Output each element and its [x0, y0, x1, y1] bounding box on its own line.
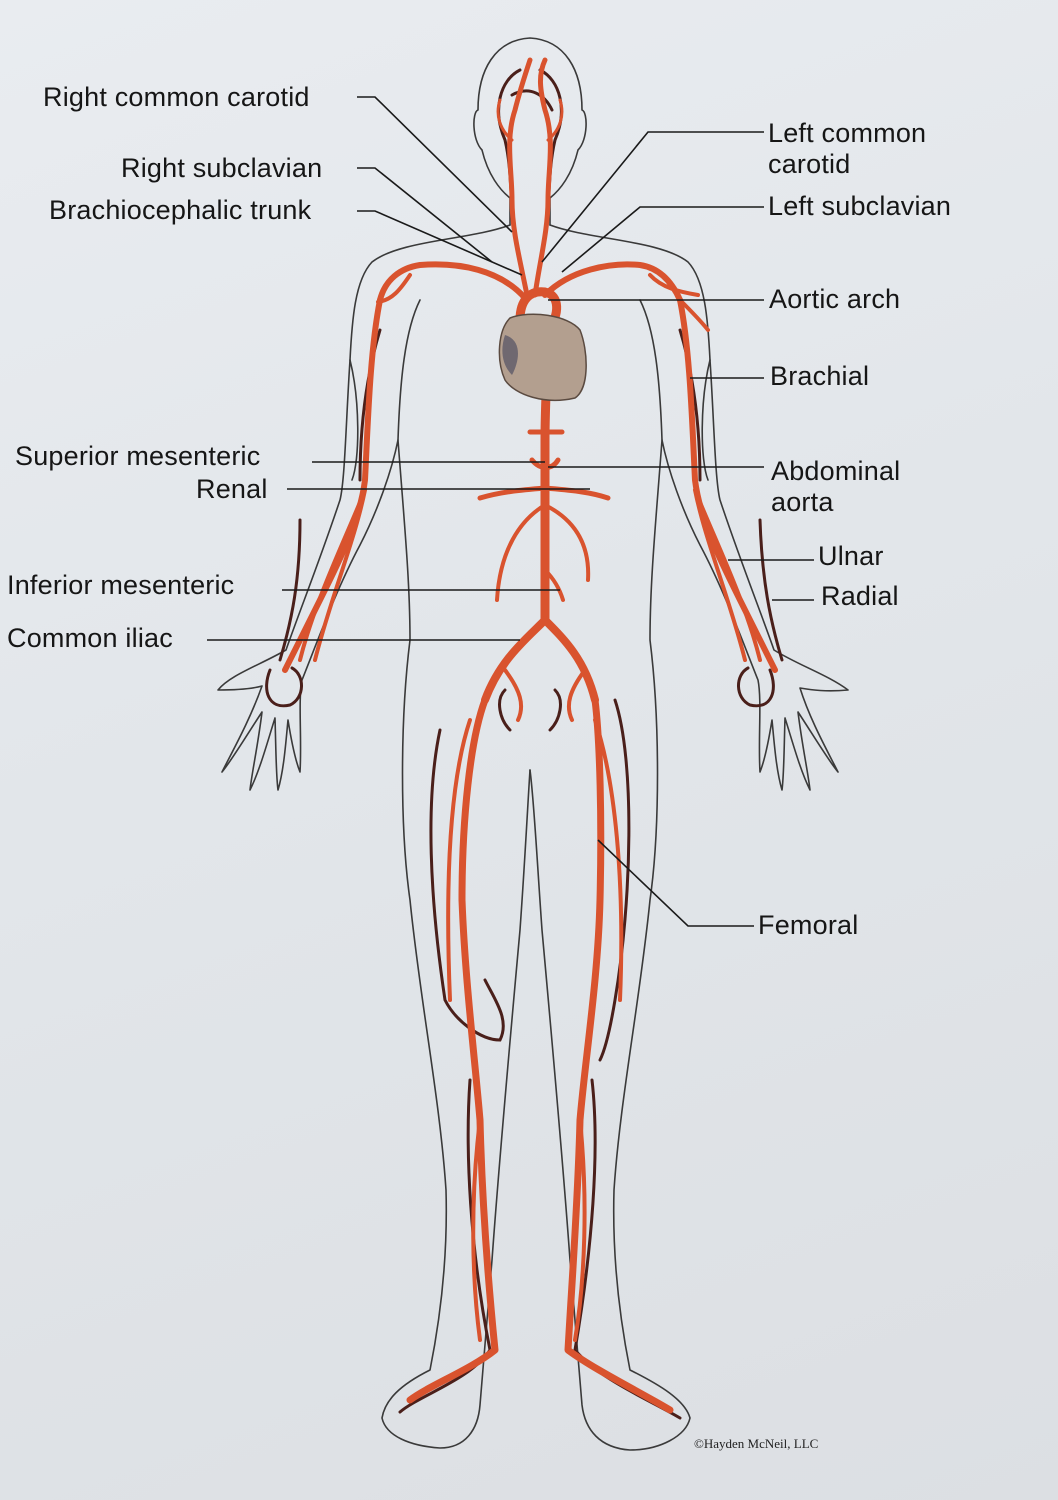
label-femoral: Femoral	[758, 910, 859, 940]
inner-arm-outlines	[349, 299, 711, 481]
left-common-carotid	[532, 57, 553, 298]
label-abdominal-aorta-line2: aorta	[771, 487, 834, 517]
label-aortic-arch: Aortic arch	[769, 284, 901, 314]
left-subclavian	[542, 261, 683, 303]
head-outline	[473, 37, 587, 226]
label-ulnar: Ulnar	[818, 541, 884, 571]
label-superior-mesenteric: Superior mesenteric	[15, 441, 261, 471]
leader-femoral	[597, 839, 754, 927]
label-left-subclavian: Left subclavian	[768, 191, 952, 221]
inferior-mesenteric-branch	[543, 568, 565, 602]
right-subclavian	[377, 261, 528, 303]
left-femoral	[564, 696, 674, 1414]
right-radial-ulnar	[298, 488, 367, 662]
leader-lines	[207, 96, 814, 927]
right-femoral	[406, 696, 499, 1404]
left-radial-ulnar	[693, 488, 762, 662]
label-inferior-mesenteric: Inferior mesenteric	[7, 570, 235, 600]
label-left-common-carotid-line1: Left common	[768, 118, 927, 148]
label-common-iliac: Common iliac	[7, 623, 173, 653]
left-side-outline	[217, 224, 531, 1449]
leader-left-common-carotid	[541, 131, 764, 263]
label-renal: Renal	[196, 474, 268, 504]
leader-right-subclavian	[357, 167, 493, 263]
copyright-credit: ©Hayden McNeil, LLC	[694, 1436, 819, 1451]
label-left-common-carotid-line2: carotid	[768, 149, 851, 179]
label-abdominal-aorta-line1: Abdominal	[771, 456, 901, 486]
leader-right-common-carotid	[357, 96, 513, 233]
label-right-subclavian: Right subclavian	[121, 153, 323, 183]
right-common-carotid	[507, 57, 533, 298]
body-outline	[217, 37, 849, 1451]
label-radial: Radial	[821, 581, 899, 611]
arteries	[282, 57, 778, 1414]
label-brachiocephalic-trunk: Brachiocephalic trunk	[49, 195, 312, 225]
common-iliac	[481, 616, 599, 704]
heart	[498, 313, 587, 402]
label-right-common-carotid: Right common carotid	[43, 82, 310, 112]
label-brachial: Brachial	[770, 361, 870, 391]
leader-brachiocephalic-trunk	[357, 210, 523, 276]
leader-left-subclavian	[561, 206, 764, 273]
